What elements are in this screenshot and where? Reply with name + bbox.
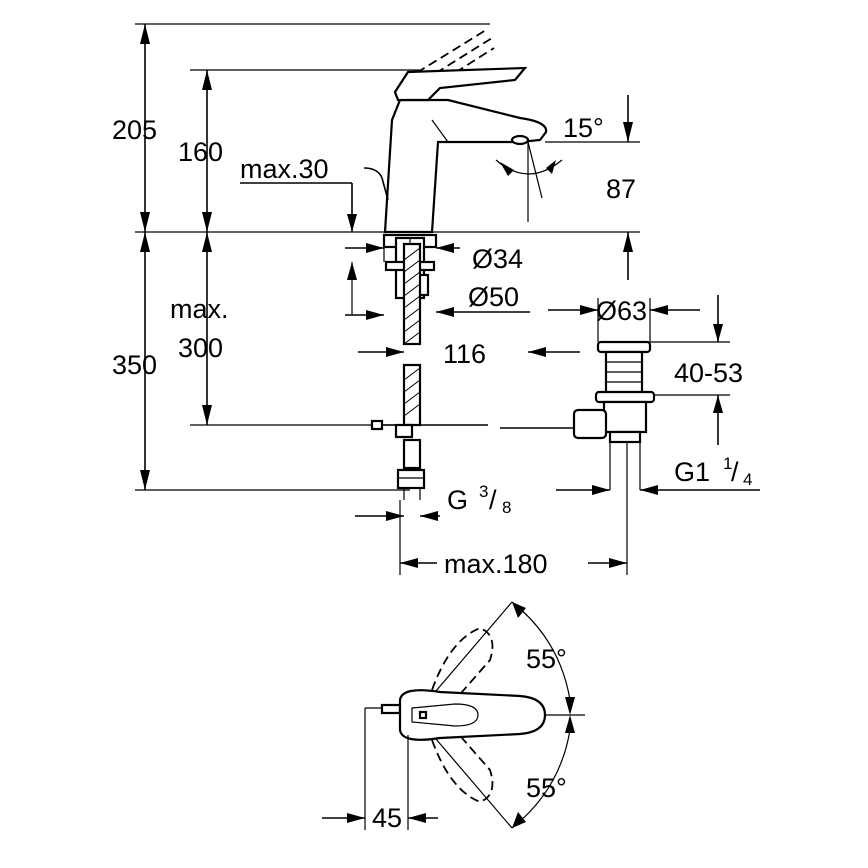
label-g1-1-4: G1 1 / 4 (674, 454, 752, 489)
height-87-dimension (545, 95, 640, 280)
depth-300-dimension (202, 232, 212, 425)
faucet-top-body (364, 689, 547, 830)
lever-rotated-up (431, 627, 494, 701)
label-55-degree-upper: 55° (526, 644, 567, 674)
label-40-53: 40-53 (674, 358, 743, 388)
svg-text:G1: G1 (674, 457, 710, 487)
label-max-30: max.30 (240, 154, 329, 184)
label-116: 116 (443, 339, 486, 369)
label-55-degree-lower: 55° (526, 773, 567, 803)
faucet-side-view: 205 160 max.30 15° 87 Ø34 Ø50 max. 300 3… (112, 23, 760, 579)
drain-diameter-dimension (548, 298, 700, 342)
label-15-degree: 15° (563, 113, 604, 143)
lever-clearance-dimension (240, 182, 357, 232)
height-205-dimension (140, 24, 150, 232)
hole-diameter-dimension (345, 240, 460, 262)
spout-reach-dimension (358, 347, 580, 357)
label-205: 205 (112, 115, 157, 145)
svg-text:1: 1 (723, 454, 732, 473)
svg-text:G: G (447, 485, 468, 515)
faucet-body (363, 66, 548, 234)
label-diameter-50: Ø50 (468, 282, 519, 312)
supply-thread-dimension (355, 511, 440, 521)
drain-range-dimension (650, 295, 730, 445)
label-300: 300 (178, 333, 223, 363)
height-160-dimension (202, 70, 212, 232)
faucet-top-view: 55° 55° 45 (322, 601, 585, 833)
supply-hose (394, 242, 426, 500)
label-45: 45 (372, 803, 402, 833)
drain-assembly (572, 340, 656, 490)
lever-rotated-down (431, 729, 494, 803)
depth-350-dimension (140, 232, 150, 490)
svg-text:/: / (731, 457, 739, 487)
mount-diameter-dimension (345, 262, 530, 320)
label-diameter-63: Ø63 (596, 296, 647, 326)
label-160: 160 (178, 137, 223, 167)
label-max: max. (170, 294, 229, 324)
svg-text:/: / (489, 485, 497, 515)
drain-distance-dimension (399, 442, 628, 575)
rod-offset-dimension (322, 813, 438, 823)
drain-thread-dimension (556, 485, 760, 495)
svg-text:8: 8 (502, 498, 511, 517)
pull-rod (370, 419, 578, 431)
label-87: 87 (606, 174, 636, 204)
svg-text:3: 3 (479, 482, 488, 501)
label-diameter-34: Ø34 (472, 244, 523, 274)
label-350: 350 (112, 350, 157, 380)
label-g-3-8: G 3 / 8 (447, 482, 511, 517)
spout-angle-15 (495, 141, 563, 222)
label-max-180: max.180 (444, 549, 548, 579)
svg-text:4: 4 (743, 470, 752, 489)
